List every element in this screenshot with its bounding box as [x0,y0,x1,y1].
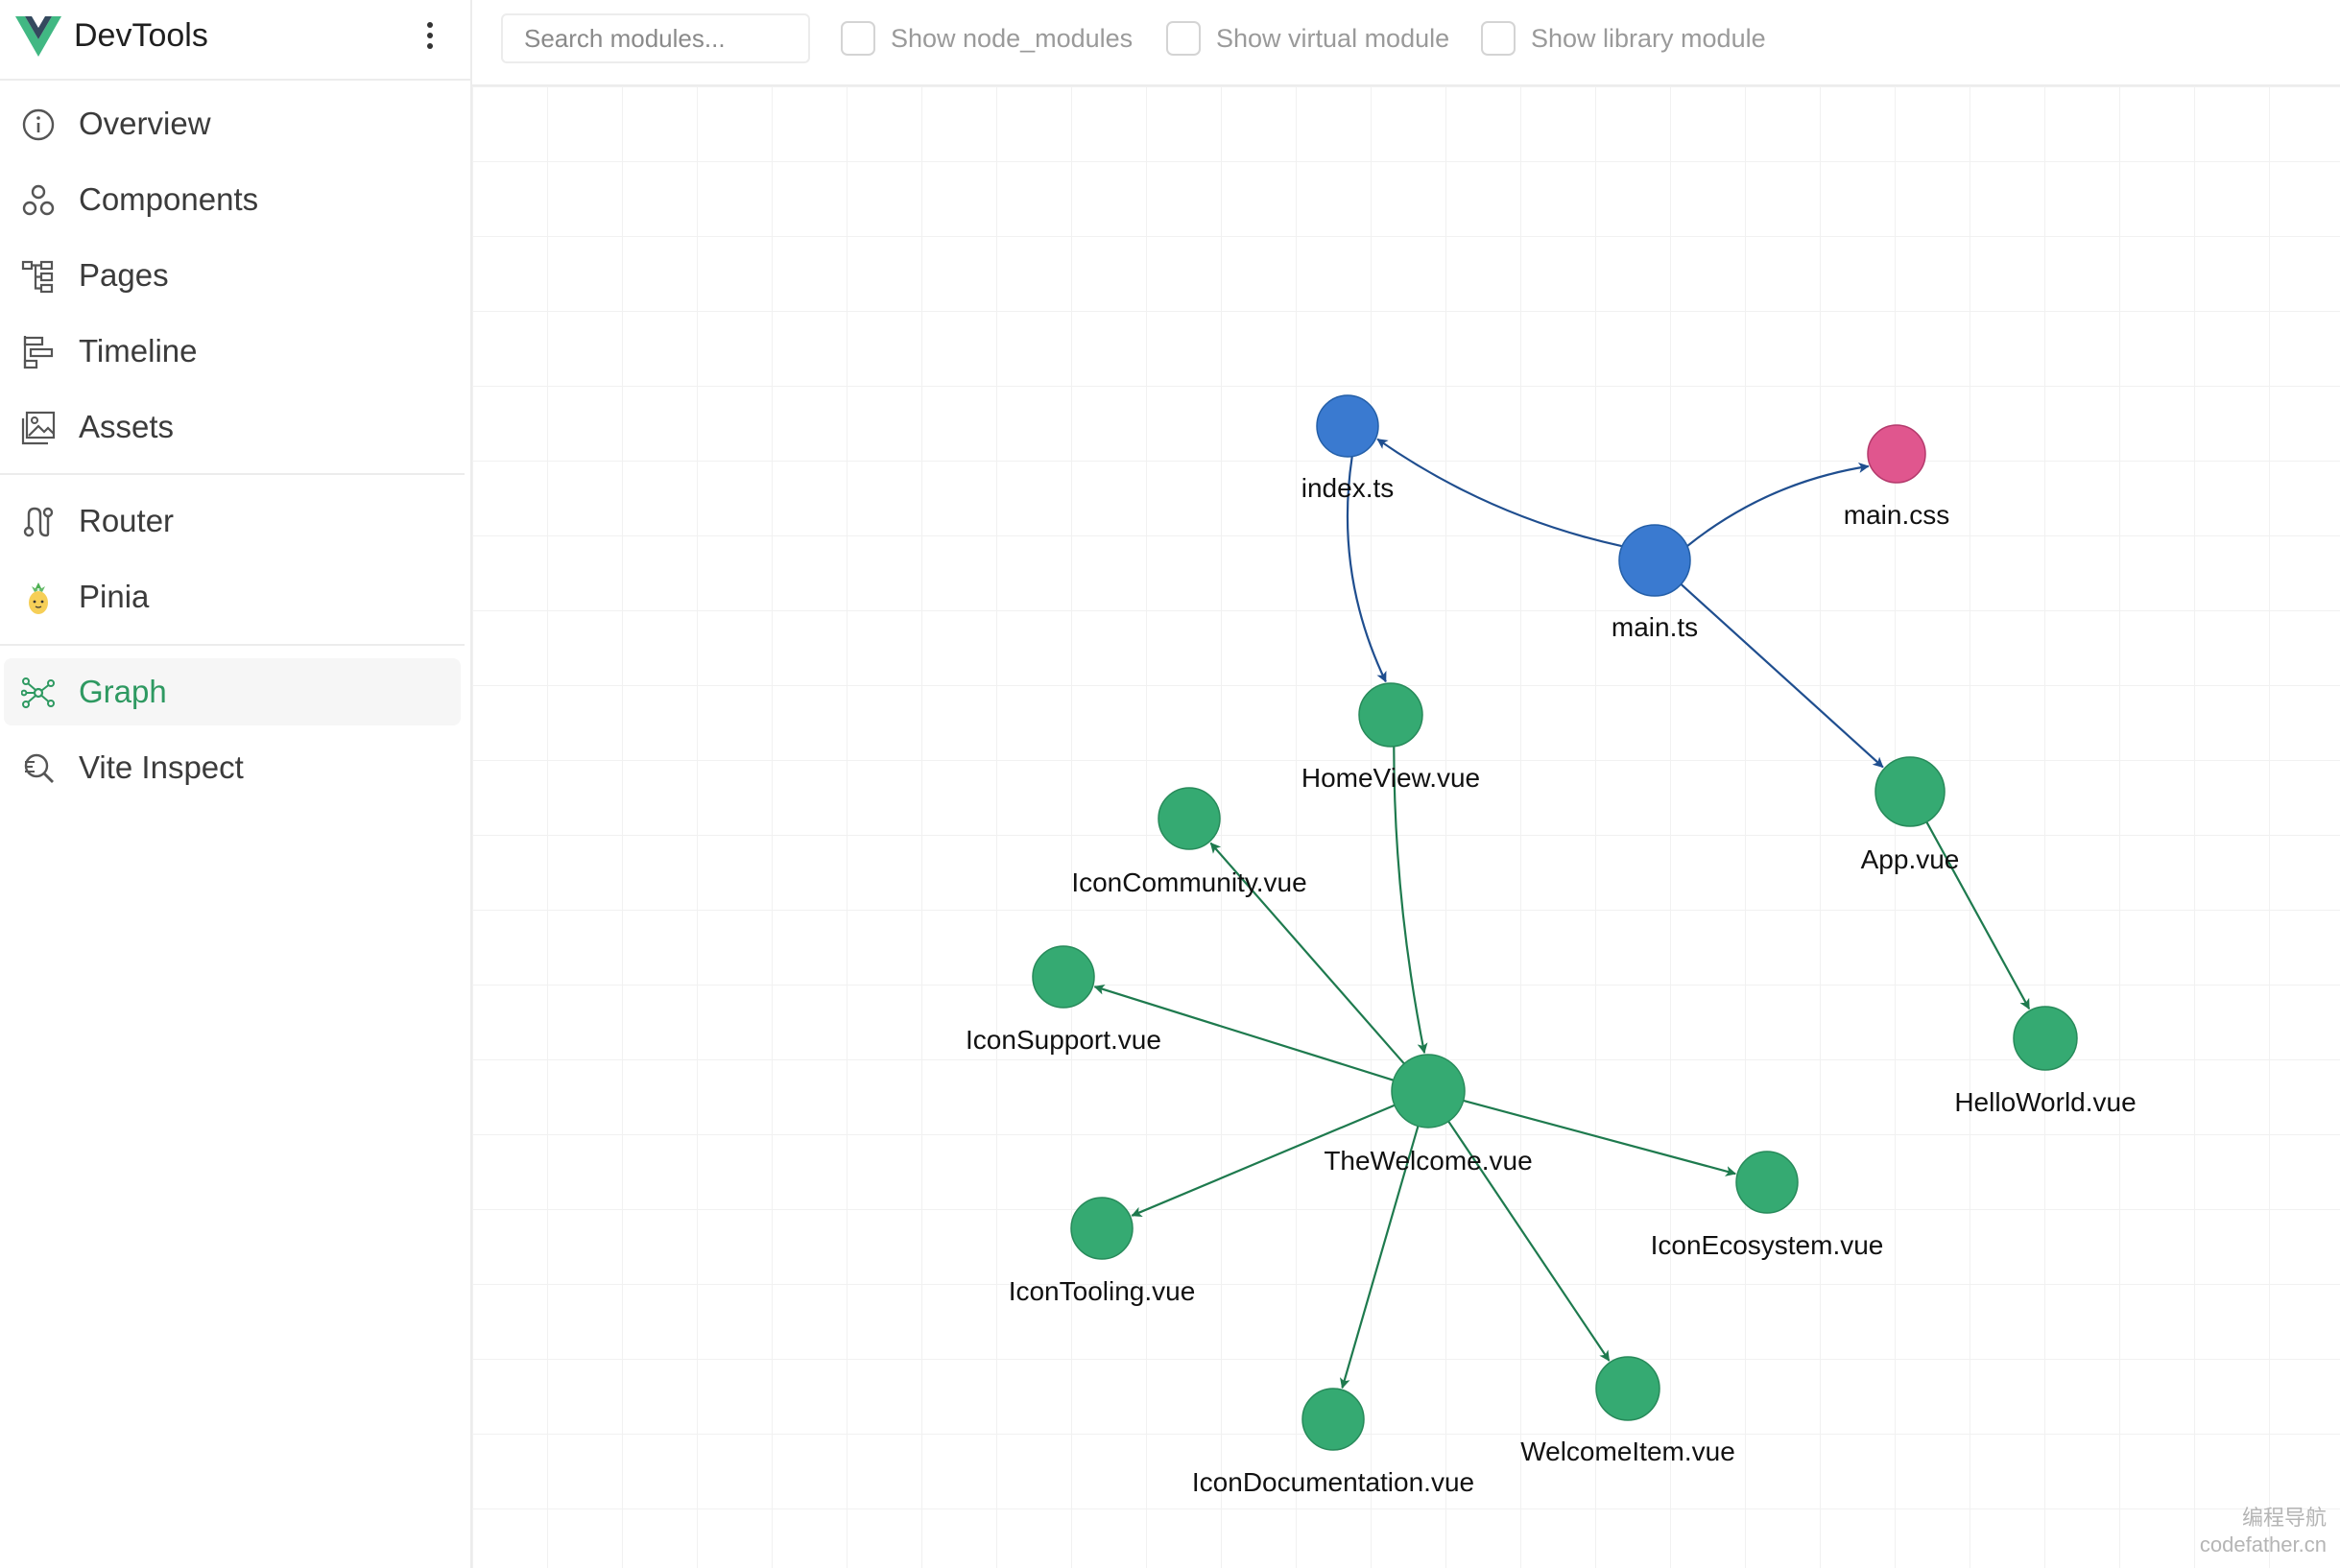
graph-node-circle[interactable] [2013,1006,2078,1071]
graph-node-circle[interactable] [1867,424,1926,484]
graph-node-label: main.css [1844,500,1949,530]
graph-node-circle[interactable] [1316,394,1379,458]
graph-node-label: IconTooling.vue [1009,1276,1196,1306]
sidebar-item-label: Components [79,181,259,217]
graph-node-label: TheWelcome.vue [1324,1146,1532,1176]
library-module-checkbox[interactable] [1481,21,1516,56]
graph-node-label: index.ts [1301,473,1395,503]
graph-node-label: WelcomeItem.vue [1520,1437,1735,1466]
graph-node-support[interactable]: IconSupport.vue [966,945,1161,1055]
vue-logo-icon [15,16,61,57]
sidebar-item-label: Graph [79,674,167,709]
graph-node-tooling[interactable]: IconTooling.vue [1009,1197,1196,1306]
components-icon [22,184,55,216]
sidebar-item-pinia[interactable]: Pinia [0,563,461,630]
sidebar-divider [0,644,465,646]
graph-node-circle[interactable] [1158,787,1221,850]
graph-node-circle[interactable] [1070,1197,1134,1260]
info-circle-icon [22,108,55,141]
sidebar-item-pages[interactable]: Pages [0,242,461,309]
graph-edge [1447,1120,1611,1362]
graph-toolbar: Show node_modules Show virtual module Sh… [472,0,2340,86]
graph-node-circle[interactable] [1735,1151,1799,1214]
graph-node-hello[interactable]: HelloWorld.vue [1954,1006,2137,1117]
filter-label: Show library module [1531,24,1766,53]
sidebar-item-assets[interactable]: Assets [0,393,461,461]
graph-node-label: main.ts [1612,612,1698,642]
graph-edge [1376,438,1623,548]
graph-node-community[interactable]: IconCommunity.vue [1071,787,1307,897]
graph-node-circle[interactable] [1595,1356,1660,1421]
sidebar-item-label: Router [79,503,175,538]
tree-icon [21,260,54,294]
sidebar-item-overview[interactable]: Overview [0,90,461,157]
graph-node-home[interactable]: HomeView.vue [1301,682,1480,793]
graph-node-maincss[interactable]: main.css [1844,424,1949,530]
graph-node-circle[interactable] [1032,945,1095,1009]
graph-node-label: IconDocumentation.vue [1192,1467,1474,1497]
graph-node-label: HomeView.vue [1301,763,1480,793]
filter-label: Show node_modules [891,24,1134,53]
graph-node-label: IconEcosystem.vue [1651,1230,1884,1260]
graph-node-circle[interactable] [1301,1388,1365,1451]
graph-node-index[interactable]: index.ts [1301,394,1395,503]
sidebar-item-label: Overview [79,106,211,141]
watermark: 编程导航 codefather.cn [2200,1505,2327,1558]
graph-node-circle[interactable] [1874,756,1946,827]
sidebar-header: DevTools [0,0,470,81]
graph-edge [1463,1099,1737,1176]
graph-node-label: App.vue [1861,844,1960,874]
graph-edge [1686,463,1870,547]
sidebar-divider [0,473,465,475]
image-icon [21,411,56,445]
graph-edge [1131,1104,1396,1217]
graph-node-main[interactable]: main.ts [1612,524,1698,642]
graph-edge [1925,821,2031,1010]
virtual-module-checkbox[interactable] [1166,21,1201,56]
graph-edge [1339,1126,1420,1390]
graph-node-label: IconSupport.vue [966,1025,1161,1055]
sidebar-item-label: Assets [79,409,175,444]
graph-node-circle[interactable] [1358,682,1423,748]
graph-icon [21,677,55,708]
graph-edge [1209,842,1405,1065]
sidebar-item-router[interactable]: Router [0,487,461,555]
watermark-line: 编程导航 [2241,1506,2327,1530]
graph-node-circle[interactable] [1618,524,1691,597]
graph-node-welcome[interactable]: TheWelcome.vue [1324,1054,1533,1176]
inspect-icon [24,753,54,783]
sidebar-item-vite-inspect[interactable]: Vite Inspect [0,734,461,801]
graph-node-app[interactable]: App.vue [1861,756,1960,874]
timeline-icon [23,336,54,369]
graph-node-ecosystem[interactable]: IconEcosystem.vue [1651,1151,1884,1260]
search-input[interactable] [501,13,810,63]
app-title: DevTools [74,17,208,54]
node-modules-checkbox[interactable] [841,21,875,56]
graph-node-circle[interactable] [1391,1054,1466,1128]
graph-edge [1393,746,1428,1055]
graph-edge [1680,583,1884,769]
graph-node-docs[interactable]: IconDocumentation.vue [1192,1388,1474,1497]
sidebar-item-label: Timeline [79,333,198,368]
pineapple-icon [29,582,48,614]
sidebar-item-timeline[interactable]: Timeline [0,318,461,385]
sidebar-item-label: Pinia [79,579,150,614]
sidebar: DevTools Overview Components [0,0,472,1568]
graph-edge [1093,984,1395,1081]
filter-label: Show virtual module [1216,24,1450,53]
graph-node-label: HelloWorld.vue [1954,1087,2136,1117]
sidebar-item-components[interactable]: Components [0,166,461,233]
sidebar-item-label: Vite Inspect [79,749,244,785]
graph-node-label: IconCommunity.vue [1071,867,1306,897]
sidebar-item-graph[interactable]: Graph [4,658,461,725]
watermark-line: codefather.cn [2199,1532,2327,1556]
graph-canvas[interactable] [472,86,2340,1568]
more-options-icon[interactable] [418,19,442,52]
graph-node-item[interactable]: WelcomeItem.vue [1520,1356,1735,1466]
route-icon [23,507,54,537]
sidebar-item-label: Pages [79,257,169,293]
graph-edge [1346,456,1387,683]
